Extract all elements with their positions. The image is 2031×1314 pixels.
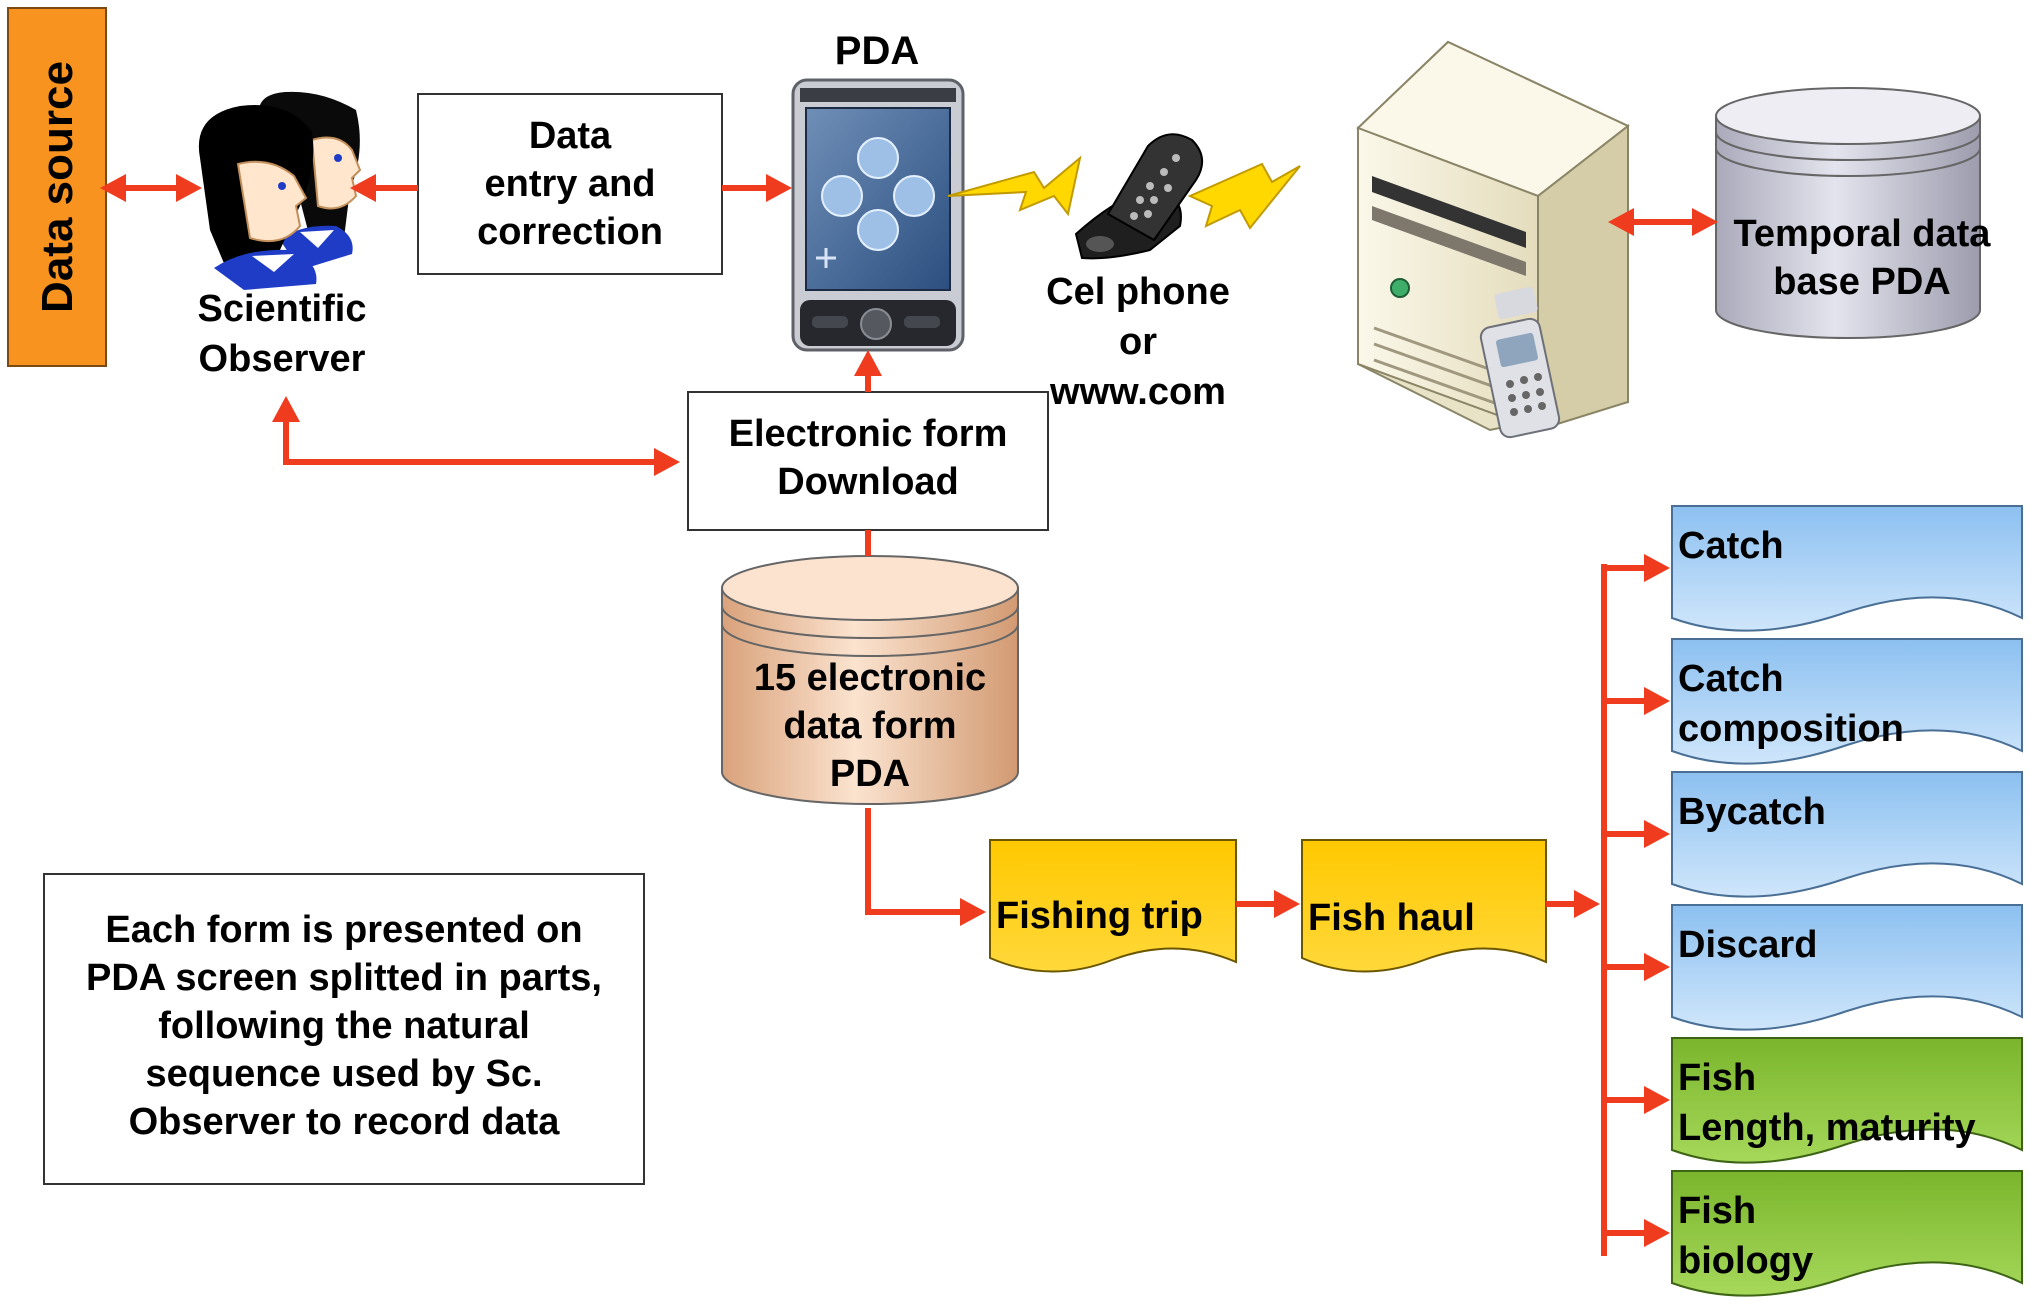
output-document-shape xyxy=(1671,638,2023,765)
download-line-1: Electronic form xyxy=(729,413,1008,455)
output-document-label: Discard xyxy=(1678,924,1817,966)
output-document-6: Fish biology xyxy=(1671,1170,2023,1297)
note-line-5: Observer to record data xyxy=(129,1101,561,1143)
output-document-label: Catch xyxy=(1678,658,1784,700)
wireless-bolt-left xyxy=(947,155,1082,217)
download-line-2: Download xyxy=(777,461,959,503)
note-line-2: PDA screen splitted in parts, xyxy=(86,957,602,999)
output-document-4: Discard xyxy=(1671,904,2023,1031)
fishing-trip-label: Fishing trip xyxy=(996,895,1203,937)
output-document-label: Length, maturity xyxy=(1678,1107,1976,1149)
observer-label-1: Scientific xyxy=(198,288,367,330)
branch-arrow-head xyxy=(1644,687,1670,715)
phone-label-3: www.com xyxy=(1049,371,1226,413)
pda-device-icon xyxy=(791,78,965,352)
forms-db-line-2: data form xyxy=(783,705,956,747)
branch-arrows xyxy=(1604,554,1670,1247)
temporal-database-cylinder: Temporal data base PDA xyxy=(1715,87,1992,339)
output-document-label: Fish xyxy=(1678,1190,1756,1232)
output-document-1: Catch xyxy=(1671,505,2023,632)
data-entry-box: Data entry and correction xyxy=(417,93,723,275)
output-document-shape xyxy=(1671,904,2023,1031)
branch-arrow-head xyxy=(1644,820,1670,848)
branch-arrow-head xyxy=(1644,1219,1670,1247)
output-document-shape xyxy=(1671,505,2023,632)
people-icon xyxy=(198,91,362,290)
fish-haul-label: Fish haul xyxy=(1308,897,1475,939)
output-document-label: Catch xyxy=(1678,525,1784,567)
output-document-shape xyxy=(1671,771,2023,898)
cell-phone-icon xyxy=(1074,133,1203,260)
forms-db-line-3: PDA xyxy=(830,753,910,795)
note-box: Each form is presented on PDA screen spl… xyxy=(43,873,645,1185)
output-document-3: Bycatch xyxy=(1671,771,2023,898)
phone-label-2: or xyxy=(1119,321,1157,363)
fishing-trip-document: Fishing trip xyxy=(989,839,1237,973)
fish-haul-document: Fish haul xyxy=(1301,839,1547,973)
output-document-label: biology xyxy=(1678,1240,1813,1282)
output-document-shape xyxy=(1671,1037,2023,1164)
data-entry-line-3: correction xyxy=(477,211,663,253)
temporal-db-line-1: Temporal data xyxy=(1734,213,1992,255)
pda-title: PDA xyxy=(835,29,919,73)
data-entry-line-1: Data xyxy=(529,115,612,157)
output-document-label: Bycatch xyxy=(1678,791,1826,833)
data-source-box: Data source xyxy=(7,7,107,367)
observer-label-2: Observer xyxy=(199,338,366,380)
note-line-3: following the natural xyxy=(158,1005,530,1047)
electronic-form-download-box: Electronic form Download xyxy=(687,391,1049,531)
branch-arrow-head xyxy=(1644,953,1670,981)
wireless-bolt-right xyxy=(1187,162,1301,230)
phone-label-1: Cel phone xyxy=(1046,271,1230,313)
output-document-label: Fish xyxy=(1678,1057,1756,1099)
data-source-label: Data source xyxy=(33,61,82,313)
note-line-4: sequence used by Sc. xyxy=(145,1053,542,1095)
output-document-shape xyxy=(1671,1170,2023,1297)
output-document-2: Catch composition xyxy=(1671,638,2023,765)
branch-arrow-head xyxy=(1644,554,1670,582)
data-entry-line-2: entry and xyxy=(484,163,655,205)
connector-arrows xyxy=(100,174,1718,1256)
temporal-db-line-2: base PDA xyxy=(1773,261,1950,303)
branch-arrow-head xyxy=(1644,1086,1670,1114)
output-document-label: composition xyxy=(1678,708,1904,750)
server-tower-icon xyxy=(1356,40,1630,439)
electronic-forms-cylinder: 15 electronic data form PDA xyxy=(721,555,1019,805)
note-line-1: Each form is presented on xyxy=(105,909,582,951)
forms-db-line-1: 15 electronic xyxy=(754,657,986,699)
output-documents: CatchCatchcompositionBycatchDiscardFishL… xyxy=(1671,505,2023,1297)
